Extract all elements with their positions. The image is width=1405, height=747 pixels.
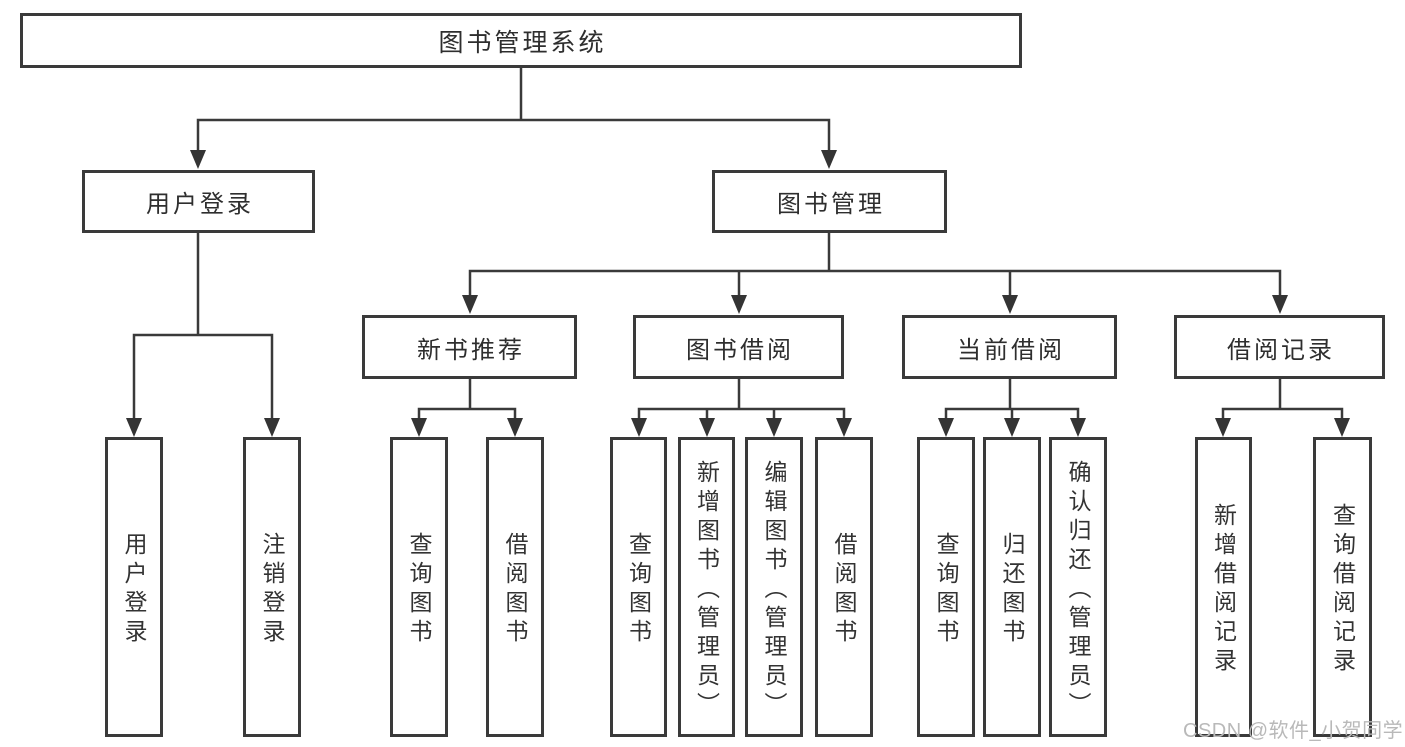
leaf-newbook-query-books-label: 查询图书 [406,532,432,648]
leaf-borrow-edit-books-admin: 编辑图书（管理员） [745,437,803,737]
leaf-borrow-borrow-books: 借阅图书 [815,437,873,737]
node-book-borrow: 图书借阅 [633,315,844,379]
leaf-borrow-borrow-books-label: 借阅图书 [831,532,857,648]
node-root-library-management-system: 图书管理系统 [20,13,1022,68]
leaf-current-return-books-label: 归还图书 [999,532,1025,648]
watermark-text: CSDN @软件_小贺同学 [1183,720,1404,742]
leaf-current-return-books: 归还图书 [983,437,1041,737]
node-user-login: 用户登录 [82,170,315,233]
leaf-current-confirm-return-admin: 确认归还（管理员） [1049,437,1107,737]
leaf-borrow-edit-books-admin-label: 编辑图书（管理员） [761,459,787,721]
leaf-current-query-books: 查询图书 [917,437,975,737]
leaf-user-login: 用户登录 [105,437,163,737]
node-book-management: 图书管理 [712,170,947,233]
leaf-current-confirm-return-admin-label: 确认归还（管理员） [1065,459,1091,721]
leaf-records-add-record-label: 新增借阅记录 [1210,503,1237,677]
node-current-borrow: 当前借阅 [902,315,1117,379]
node-borrow-records: 借阅记录 [1174,315,1385,379]
leaf-user-login-label: 用户登录 [121,532,147,648]
leaf-borrow-add-books-admin: 新增图书（管理员） [678,437,735,737]
leaf-records-query-record: 查询借阅记录 [1313,437,1372,737]
leaf-borrow-query-books: 查询图书 [610,437,667,737]
leaf-current-query-books-label: 查询图书 [933,532,959,648]
leaf-borrow-query-books-label: 查询图书 [625,532,652,648]
leaf-records-add-record: 新增借阅记录 [1195,437,1252,737]
leaf-newbook-borrow-books-label: 借阅图书 [502,532,528,648]
leaf-newbook-borrow-books: 借阅图书 [486,437,544,737]
node-new-book-recommend: 新书推荐 [362,315,577,379]
leaf-records-query-record-label: 查询借阅记录 [1329,503,1356,677]
leaf-newbook-query-books: 查询图书 [390,437,448,737]
leaf-logout: 注销登录 [243,437,301,737]
leaf-borrow-add-books-admin-label: 新增图书（管理员） [693,459,720,721]
leaf-logout-label: 注销登录 [259,532,285,648]
